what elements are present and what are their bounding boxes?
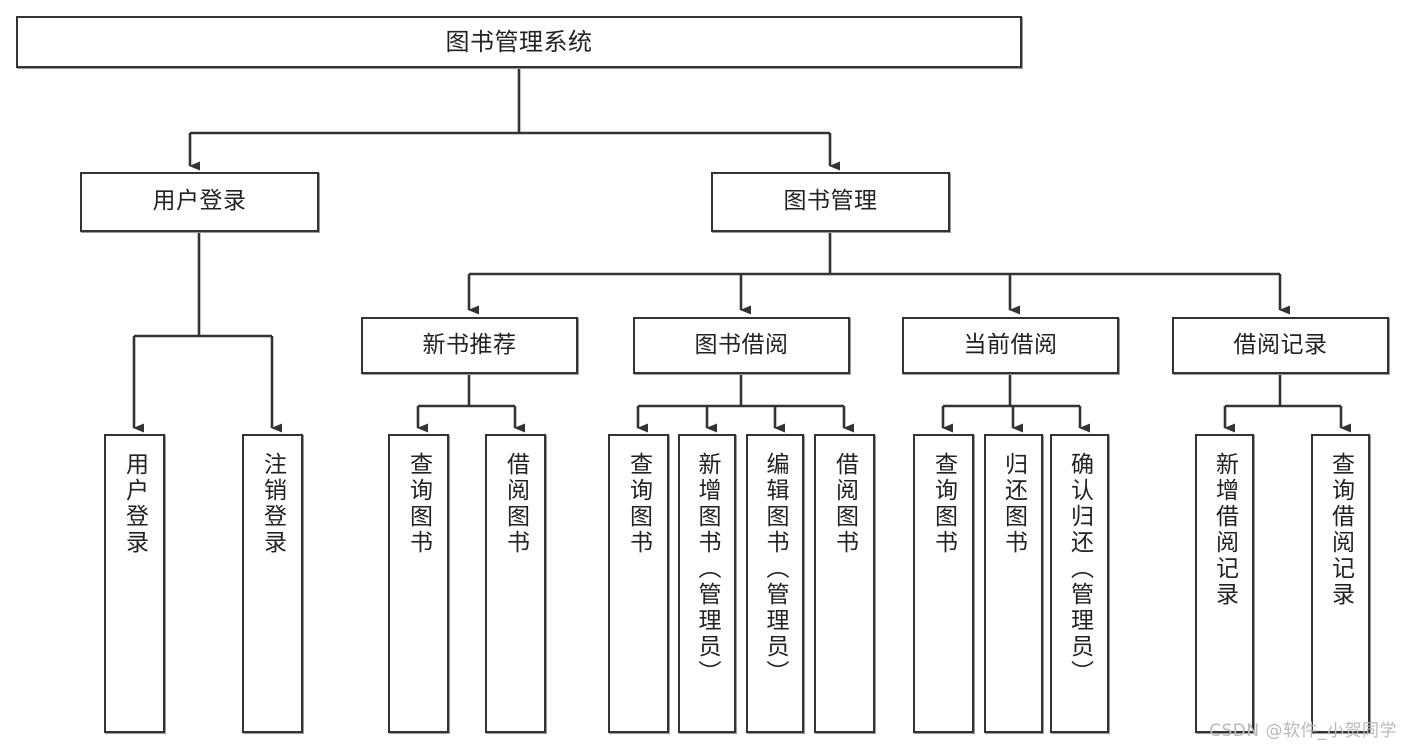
node-label: 新书推荐 xyxy=(422,331,517,358)
leaf-user-login[interactable]: 用户登录 xyxy=(104,434,165,733)
node-current-borrow[interactable]: 当前借阅 xyxy=(902,317,1119,374)
leaf-query-book-borrow[interactable]: 查询图书 xyxy=(608,434,669,733)
leaf-borrow-book[interactable]: 借阅图书 xyxy=(814,434,875,733)
leaf-add-book-admin[interactable]: 新增图书（管理员） xyxy=(678,434,736,733)
leaf-add-borrow-record[interactable]: 新增借阅记录 xyxy=(1195,434,1254,733)
node-label: 归还图书 xyxy=(1000,452,1027,556)
node-label: 查询图书 xyxy=(625,452,652,556)
leaf-return-book[interactable]: 归还图书 xyxy=(984,434,1043,733)
node-new-book-recommend[interactable]: 新书推荐 xyxy=(361,317,578,374)
node-label: 图书管理 xyxy=(783,188,878,215)
node-label: 借阅图书 xyxy=(502,452,529,556)
node-label: 注销登录 xyxy=(259,452,286,556)
node-label: 图书管理系统 xyxy=(445,27,593,56)
leaf-query-book-current[interactable]: 查询图书 xyxy=(913,434,974,733)
node-label: 用户登录 xyxy=(152,188,247,215)
node-label: 确认归还（管理员） xyxy=(1066,452,1093,686)
node-label: 当前借阅 xyxy=(963,331,1058,358)
node-label: 借阅图书 xyxy=(831,452,858,556)
node-label: 编辑图书（管理员） xyxy=(762,452,789,686)
node-label: 用户登录 xyxy=(121,452,148,556)
node-label: 查询借阅记录 xyxy=(1327,452,1354,608)
node-label: 借阅记录 xyxy=(1233,331,1328,358)
leaf-edit-book-admin[interactable]: 编辑图书（管理员） xyxy=(746,434,804,733)
leaf-query-book-newbook[interactable]: 查询图书 xyxy=(388,434,449,733)
node-book-borrow[interactable]: 图书借阅 xyxy=(633,317,850,374)
leaf-confirm-return-admin[interactable]: 确认归还（管理员） xyxy=(1050,434,1109,733)
node-label: 图书借阅 xyxy=(694,331,789,358)
node-label: 查询图书 xyxy=(930,452,957,556)
leaf-borrow-book-newbook[interactable]: 借阅图书 xyxy=(485,434,546,733)
node-borrow-record[interactable]: 借阅记录 xyxy=(1172,317,1389,374)
leaf-query-borrow-record[interactable]: 查询借阅记录 xyxy=(1311,434,1370,733)
node-root-system[interactable]: 图书管理系统 xyxy=(16,16,1022,68)
node-label: 新增借阅记录 xyxy=(1211,452,1238,608)
node-label: 查询图书 xyxy=(405,452,432,556)
node-user-login[interactable]: 用户登录 xyxy=(80,172,319,232)
node-label: 新增图书（管理员） xyxy=(694,452,721,686)
watermark: CSDN @软件_小贺同学 xyxy=(1209,721,1397,741)
leaf-logout[interactable]: 注销登录 xyxy=(242,434,303,733)
node-book-management[interactable]: 图书管理 xyxy=(711,172,950,232)
